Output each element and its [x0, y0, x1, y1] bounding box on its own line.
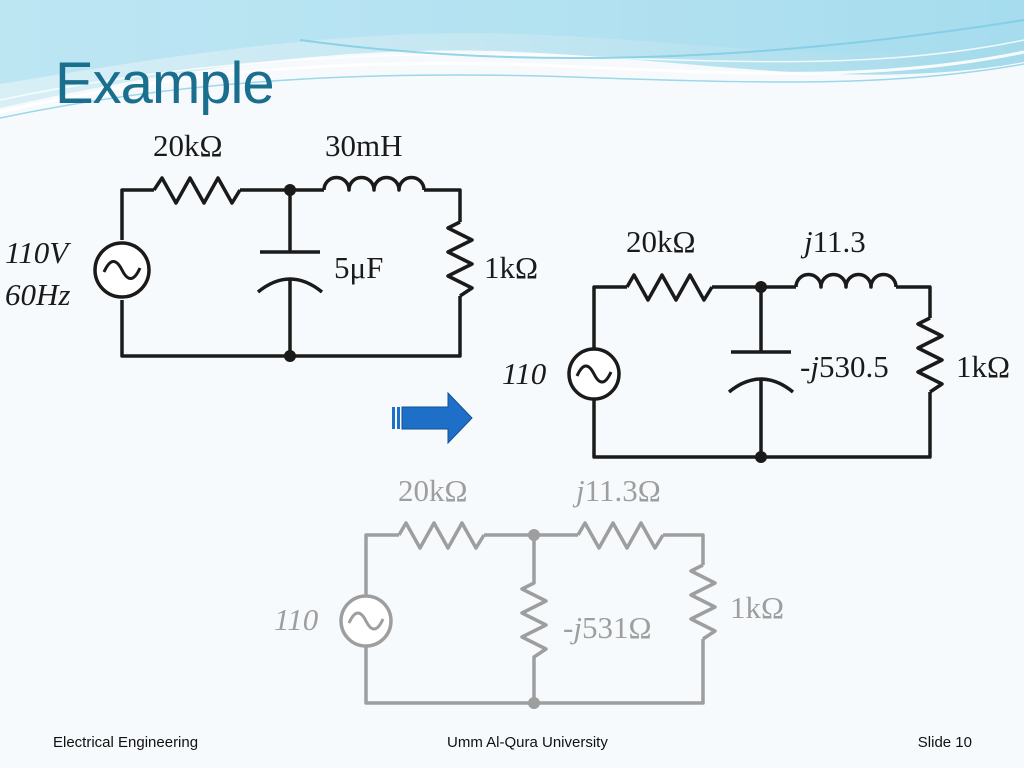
resistor-j11 [576, 521, 665, 550]
footer-slide-number: Slide 10 [917, 734, 972, 751]
label-inductor-j: j [800, 224, 813, 259]
label-inductor-value: 11.3Ω [585, 473, 661, 508]
resistor-1k-load [689, 563, 717, 641]
header-wave-decoration [0, 0, 1024, 119]
node-dot [528, 529, 540, 541]
node-dot [528, 697, 540, 709]
label-resistor-series: 20kΩ [398, 473, 468, 508]
label-capacitor-value: 530.5 [819, 349, 889, 384]
wire-top-left [364, 533, 399, 596]
label-capacitor-j: j [569, 610, 582, 645]
resistor-20k [152, 176, 242, 205]
footer-university: Umm Al-Qura University [447, 734, 608, 751]
resistor-1k-load [446, 220, 474, 298]
node-dot [284, 184, 296, 196]
label-resistor-load: 1kΩ [956, 349, 1010, 384]
wire-top-right [424, 188, 462, 222]
ac-source-icon [93, 241, 151, 299]
capacitor-j530-plate [727, 377, 795, 394]
capacitor-j530 [731, 287, 791, 457]
node-dot [284, 350, 296, 362]
wire-top-right [896, 285, 932, 318]
label-capacitor-prefix: - [563, 610, 573, 645]
label-inductor: j11.3Ω [572, 473, 661, 508]
label-capacitor-j: j [806, 349, 819, 384]
circuit-original [120, 175, 474, 358]
label-source: 110 [274, 602, 319, 637]
label-source: 110 [502, 356, 547, 391]
ac-source-icon [567, 347, 621, 401]
resistor-20k [397, 521, 486, 550]
node-dot [755, 281, 767, 293]
label-capacitor: -j530.5 [800, 349, 889, 384]
node-dot [755, 451, 767, 463]
resistor-20k [625, 273, 714, 302]
label-inductor: 30mH [325, 128, 403, 163]
label-source-voltage: 110V [5, 235, 71, 270]
wire-top-left [592, 285, 627, 350]
label-source-frequency: 60Hz [5, 277, 70, 312]
circuit-impedance [364, 521, 717, 705]
wire-top-right [663, 533, 705, 565]
label-resistor-series: 20kΩ [153, 128, 223, 163]
inductor-j11 [794, 272, 898, 289]
slide-title: Example [55, 51, 275, 116]
capacitor-5uf [260, 190, 320, 356]
circuit-phasor [592, 272, 944, 459]
label-capacitor: -j531Ω [563, 610, 652, 645]
ac-source-icon [339, 594, 393, 648]
capacitor-5uf-plate [256, 277, 324, 294]
label-resistor-load: 1kΩ [730, 590, 784, 625]
label-capacitor-value: 531Ω [582, 610, 652, 645]
label-capacitor: 5μF [334, 250, 383, 285]
label-resistor-load: 1kΩ [484, 250, 538, 285]
label-capacitor-prefix: - [800, 349, 810, 384]
wire-top-left [120, 188, 154, 240]
label-inductor: j11.3 [800, 224, 866, 259]
resistor-1k-load [916, 316, 944, 394]
resistor-j531 [520, 535, 548, 703]
footer-department: Electrical Engineering [53, 734, 199, 751]
label-inductor-j: j [572, 473, 585, 508]
right-arrow-icon [392, 391, 473, 445]
label-inductor-value: 11.3 [813, 224, 866, 259]
inductor-30mh [322, 175, 426, 192]
label-resistor-series: 20kΩ [626, 224, 696, 259]
